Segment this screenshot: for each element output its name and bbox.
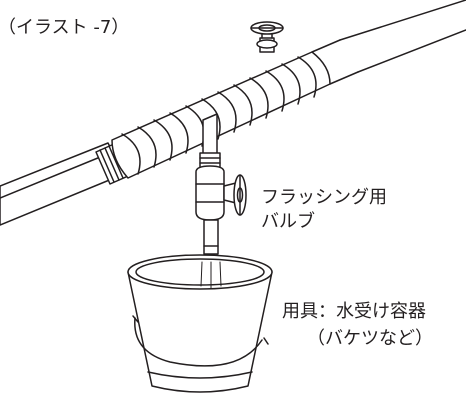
valve-label-line2: バルブ <box>261 211 315 232</box>
illustration-title: （イラスト -7） <box>0 17 130 38</box>
top-valve <box>250 21 284 53</box>
outlet-pipe <box>203 219 219 255</box>
insulated-pipe <box>111 0 466 179</box>
tool-label-line1: 用具：水受け容器 <box>282 301 426 322</box>
flushing-valve <box>195 165 247 221</box>
water-stream-front <box>200 261 222 290</box>
valve-label-line1: フラッシング用 <box>261 187 387 208</box>
drop-pipe <box>199 113 221 170</box>
bucket <box>127 254 273 393</box>
tool-label-line2: （バケツなど） <box>307 328 433 349</box>
